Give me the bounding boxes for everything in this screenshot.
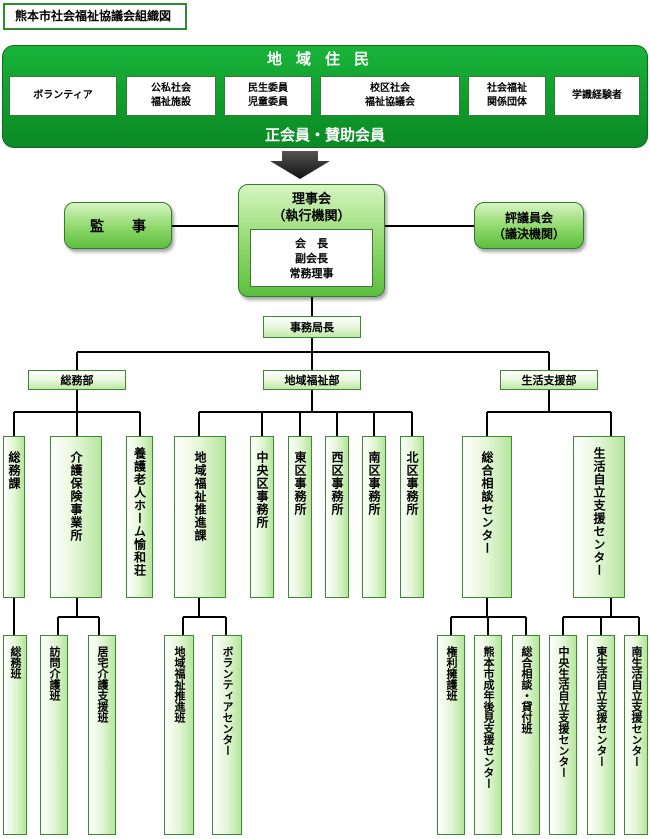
team-label: ボランティアセンター	[221, 646, 234, 756]
team-higashi-support-center: 東生活自立支援センター	[587, 635, 615, 835]
section-higashi-office: 東区事務所	[288, 436, 312, 598]
team-label: 熊本市成年後見支援センター	[482, 646, 495, 789]
team-minami-support-center: 南生活自立支援センター	[624, 635, 648, 835]
section-label: 中央区事務所	[255, 451, 269, 529]
section-label: 総務課	[7, 451, 21, 490]
residents-title: 地域住民	[266, 50, 383, 68]
section-general-affairs: 総務課	[3, 436, 25, 598]
section-chuo-office: 中央区事務所	[250, 436, 274, 598]
section-community-promotion: 地域福祉推進課	[174, 436, 226, 598]
member-experts: 学識経験者	[554, 76, 640, 116]
member-welfare-commissioners: 民生委員 児童委員	[224, 76, 312, 116]
team-label: 居宅介護支援班	[96, 646, 109, 723]
team-volunteer-center: ボランティアセンター	[212, 635, 242, 835]
team-consultation-loans: 総合相談・貸付班	[512, 635, 540, 835]
team-home-care: 訪問介護班	[40, 635, 68, 835]
dept-general-affairs: 総務部	[28, 370, 126, 390]
secretary-general: 事務局長	[263, 316, 361, 338]
section-general-consultation: 総合相談センター	[462, 436, 512, 598]
section-label: 地域福祉推進課	[193, 451, 207, 542]
team-label: 訪問介護班	[48, 646, 61, 701]
section-label: 北区事務所	[405, 451, 419, 516]
team-care-support: 居宅介護支援班	[88, 635, 116, 835]
down-arrow-icon	[270, 151, 330, 179]
team-general-affairs: 総務班	[3, 635, 27, 835]
member-welfare-facilities: 公私社会 福祉施設	[126, 76, 216, 116]
section-label: 総合相談センター	[480, 451, 494, 555]
section-label: 介護保険事業所	[69, 451, 83, 542]
section-self-reliance-support: 生活自立支援センター	[573, 436, 625, 598]
section-minami-office: 南区事務所	[362, 436, 386, 598]
team-chuo-support-center: 中央生活自立支援センター	[549, 635, 577, 835]
member-volunteer: ボランティア	[9, 76, 117, 116]
board-roles: 会 長 副会長 常務理事	[250, 229, 373, 287]
team-label: 東生活自立支援センター	[595, 646, 608, 767]
membership-label: 正会員・賛助会員	[264, 126, 385, 144]
team-label: 権利擁護班	[445, 646, 458, 701]
section-label: 西区事務所	[330, 451, 344, 516]
section-label: 東区事務所	[293, 451, 307, 516]
team-guardianship-center: 熊本市成年後見支援センター	[474, 635, 502, 835]
team-label: 中央生活自立支援センター	[557, 646, 570, 778]
section-nursing-home: 養護老人ホーム愉和荘	[126, 436, 153, 598]
team-label: 総合相談・貸付班	[520, 646, 533, 734]
team-rights-advocacy: 権利擁護班	[437, 635, 465, 835]
member-district-councils: 校区社会 福祉協議会	[320, 76, 460, 116]
section-label: 養護老人ホーム愉和荘	[132, 447, 147, 577]
section-label: 南区事務所	[367, 451, 381, 516]
board-title: 理事会 （執行機関）	[272, 192, 351, 224]
section-label: 生活自立支援センター	[592, 447, 606, 577]
diagram-title: 熊本市社会福祉協議会組織図	[3, 3, 187, 30]
auditor-box: 監 事	[64, 202, 172, 249]
dept-community-welfare: 地域福祉部	[263, 370, 361, 390]
team-label: 地域福祉推進班	[173, 646, 186, 723]
team-label: 総務班	[9, 646, 22, 679]
team-label: 南生活自立支援センター	[630, 646, 643, 767]
section-care-insurance: 介護保険事業所	[50, 436, 102, 598]
council-box: 評議員会 （議決機関）	[474, 202, 584, 249]
team-community-promotion: 地域福祉推進班	[164, 635, 194, 835]
member-welfare-organizations: 社会福祉 関係団体	[468, 76, 546, 116]
section-nishi-office: 西区事務所	[325, 436, 349, 598]
section-kita-office: 北区事務所	[400, 436, 424, 598]
dept-life-support: 生活支援部	[500, 370, 598, 390]
